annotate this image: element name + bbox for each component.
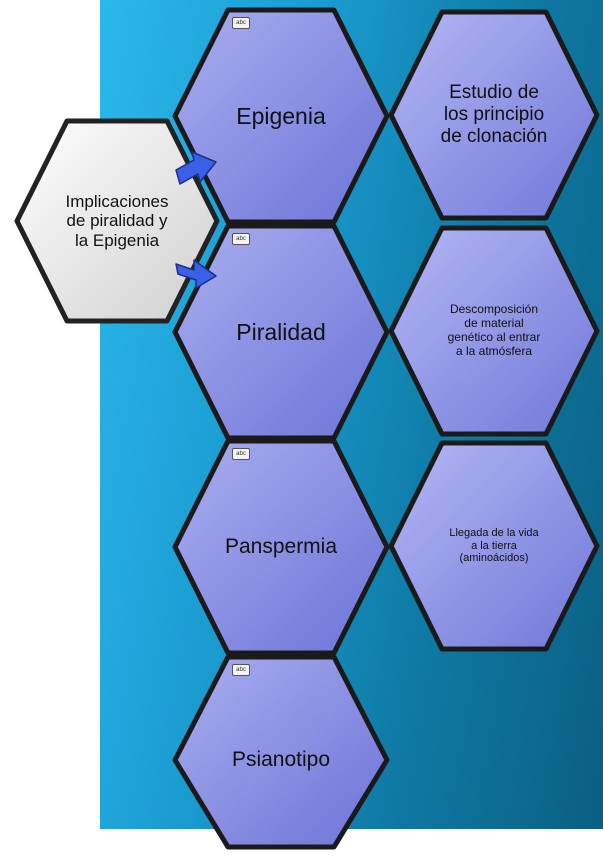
arrow-icon xyxy=(175,151,217,185)
topic-hexagon-shape xyxy=(172,438,390,656)
topic-hexagon-piralidad[interactable]: abc Piralidad xyxy=(172,223,390,441)
abc-note-icon[interactable]: abc xyxy=(232,233,250,245)
note-hexagon-shape xyxy=(388,9,600,221)
abc-note-icon[interactable]: abc xyxy=(232,448,250,460)
note-label-clonacion: Estudio de los principio de clonación xyxy=(440,82,548,147)
topic-hexagon-psianotipo[interactable]: abc Psianotipo xyxy=(172,654,390,850)
note-label-llegada: Llegada de la vida a la tierra (aminoáci… xyxy=(449,527,539,565)
topic-label-piralidad: Piralidad xyxy=(236,318,326,345)
topic-label-psianotipo: Psianotipo xyxy=(231,747,331,771)
topic-hexagon-shape xyxy=(172,654,390,850)
note-hexagon-descomposicion[interactable]: Descomposición de material genético al e… xyxy=(388,225,600,437)
note-hexagon-shape xyxy=(388,440,600,652)
note-hexagon-llegada[interactable]: Llegada de la vida a la tierra (aminoáci… xyxy=(388,440,600,652)
topic-hexagon-shape xyxy=(172,7,390,225)
topic-hexagon-shape xyxy=(172,223,390,441)
abc-note-icon[interactable]: abc xyxy=(232,17,250,29)
note-hexagon-shape xyxy=(388,225,600,437)
abc-note-icon[interactable]: abc xyxy=(232,664,250,676)
topic-label-panspermia: Panspermia xyxy=(224,534,338,558)
arrow-icon xyxy=(175,259,217,289)
central-topic-hexagon[interactable]: Implicaciones de piralidad y la Epigenia xyxy=(14,118,220,324)
note-hexagon-clonacion[interactable]: Estudio de los principio de clonación xyxy=(388,9,600,221)
central-topic-label: Implicaciones de piralidad y la Epigenia xyxy=(65,191,169,250)
topic-hexagon-epigenia[interactable]: abc Epigenia xyxy=(172,7,390,225)
topic-label-epigenia: Epigenia xyxy=(236,102,326,129)
central-hexagon-shape xyxy=(14,118,220,324)
note-label-descomposicion: Descomposición de material genético al e… xyxy=(447,302,541,358)
topic-hexagon-panspermia[interactable]: abc Panspermia xyxy=(172,438,390,656)
